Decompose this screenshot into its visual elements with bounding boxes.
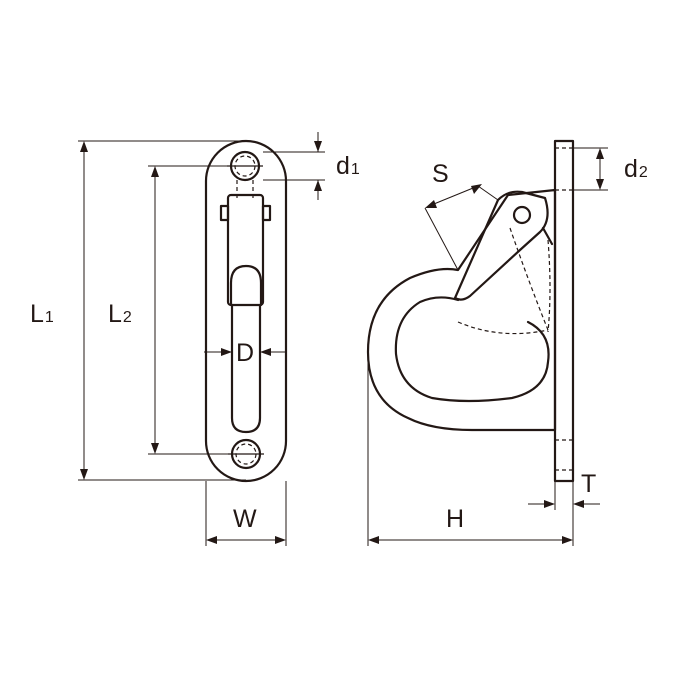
dim-d2: [573, 147, 608, 191]
dim-T: [528, 481, 600, 510]
label-L2: L2: [108, 300, 132, 328]
dim-L1: [78, 140, 246, 481]
dimensions: [78, 132, 608, 546]
hinge-block: [219, 193, 272, 307]
label-W: W: [233, 505, 257, 533]
side-plate: [553, 139, 575, 483]
side-view: [366, 139, 575, 483]
label-S: S: [432, 160, 449, 188]
label-H: H: [446, 505, 464, 533]
base-plate-outline: [204, 139, 288, 483]
dim-D: [204, 348, 287, 356]
label-D: D: [236, 339, 254, 367]
dimension-labels: L1 L2 d1 d2 D W S H T: [30, 152, 648, 533]
hook-slot: [230, 303, 262, 434]
dim-W: [205, 481, 287, 546]
label-T: T: [581, 470, 596, 498]
safety-latch: [453, 190, 554, 335]
dim-S: [424, 184, 499, 271]
label-L1: L1: [30, 300, 54, 328]
label-d1: d1: [336, 152, 360, 180]
front-view: [204, 139, 288, 483]
dim-L2: [148, 165, 240, 455]
label-d2: d2: [624, 155, 648, 183]
dim-d1: [263, 132, 325, 200]
hook-throat: [394, 296, 550, 403]
